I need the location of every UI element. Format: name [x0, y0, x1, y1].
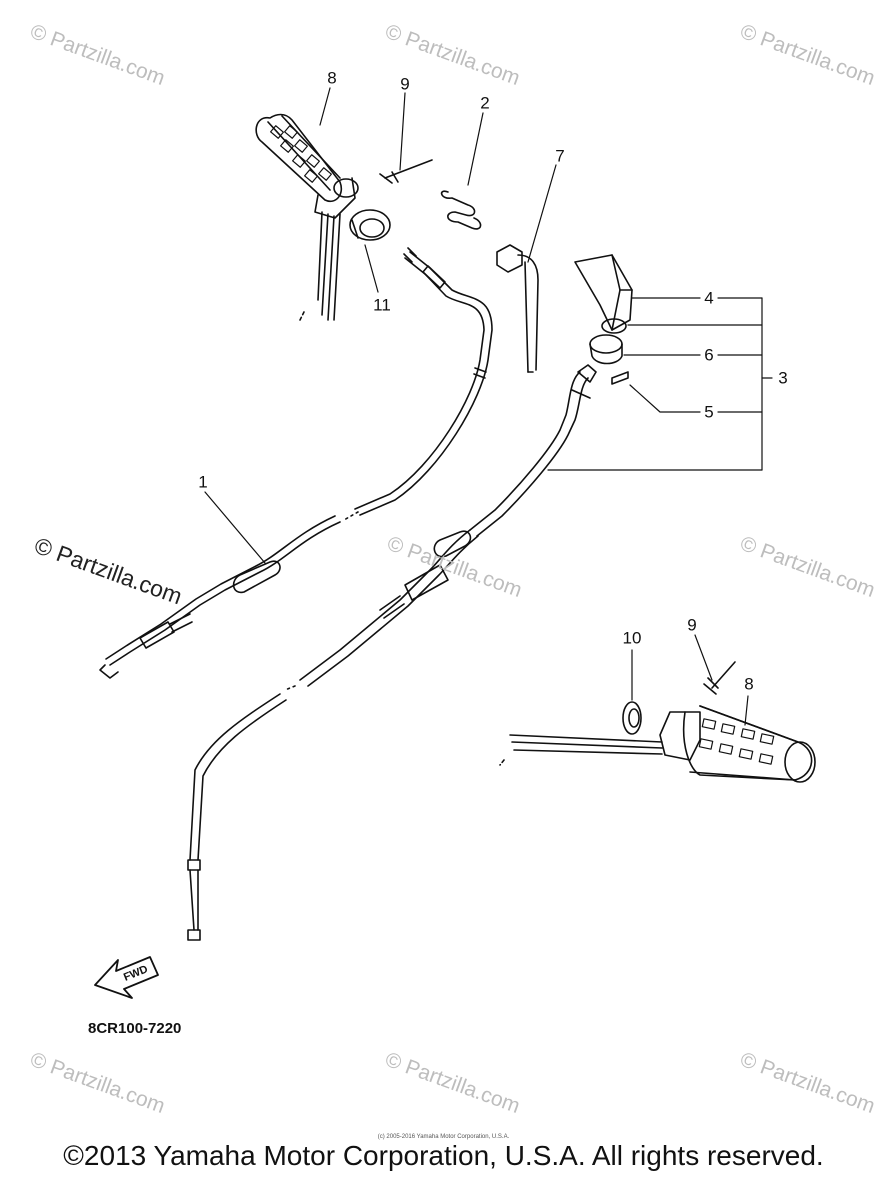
- callout-bracket: [547, 297, 773, 471]
- screw-upper: [379, 159, 433, 184]
- callout-2: 2: [480, 93, 490, 113]
- callout-11: 11: [373, 295, 391, 315]
- callout-1: 1: [198, 472, 208, 492]
- callout-10: 10: [622, 628, 642, 648]
- collar-upper: [349, 209, 391, 241]
- callout-8-lower: 8: [744, 674, 754, 694]
- cable-3: [187, 364, 597, 941]
- screw-lower: [703, 661, 736, 695]
- copyright-notice: ©2013 Yamaha Motor Corporation, U.S.A. A…: [63, 1140, 824, 1171]
- cable-1: [99, 247, 493, 679]
- fwd-arrow: [94, 956, 159, 999]
- left-grip: [255, 113, 359, 321]
- clip: [440, 190, 482, 230]
- collar-lower: [622, 701, 642, 735]
- right-grip: [499, 705, 816, 783]
- throttle-stop: [496, 244, 539, 373]
- callout-9-lower: 9: [687, 615, 697, 635]
- housing: [574, 254, 633, 385]
- callout-5: 5: [704, 402, 714, 422]
- callout-7: 7: [555, 146, 565, 166]
- callout-3: 3: [778, 368, 788, 388]
- callout-6: 6: [704, 345, 714, 365]
- callout-9-upper: 9: [400, 74, 410, 94]
- callout-8-upper: 8: [327, 68, 337, 88]
- copyright-small: (c) 2005-2016 Yamaha Motor Corporation, …: [377, 1134, 510, 1140]
- leader-lines: [204, 87, 749, 726]
- callout-4: 4: [704, 288, 714, 308]
- diagram-code: 8CR100-7220: [88, 1020, 182, 1037]
